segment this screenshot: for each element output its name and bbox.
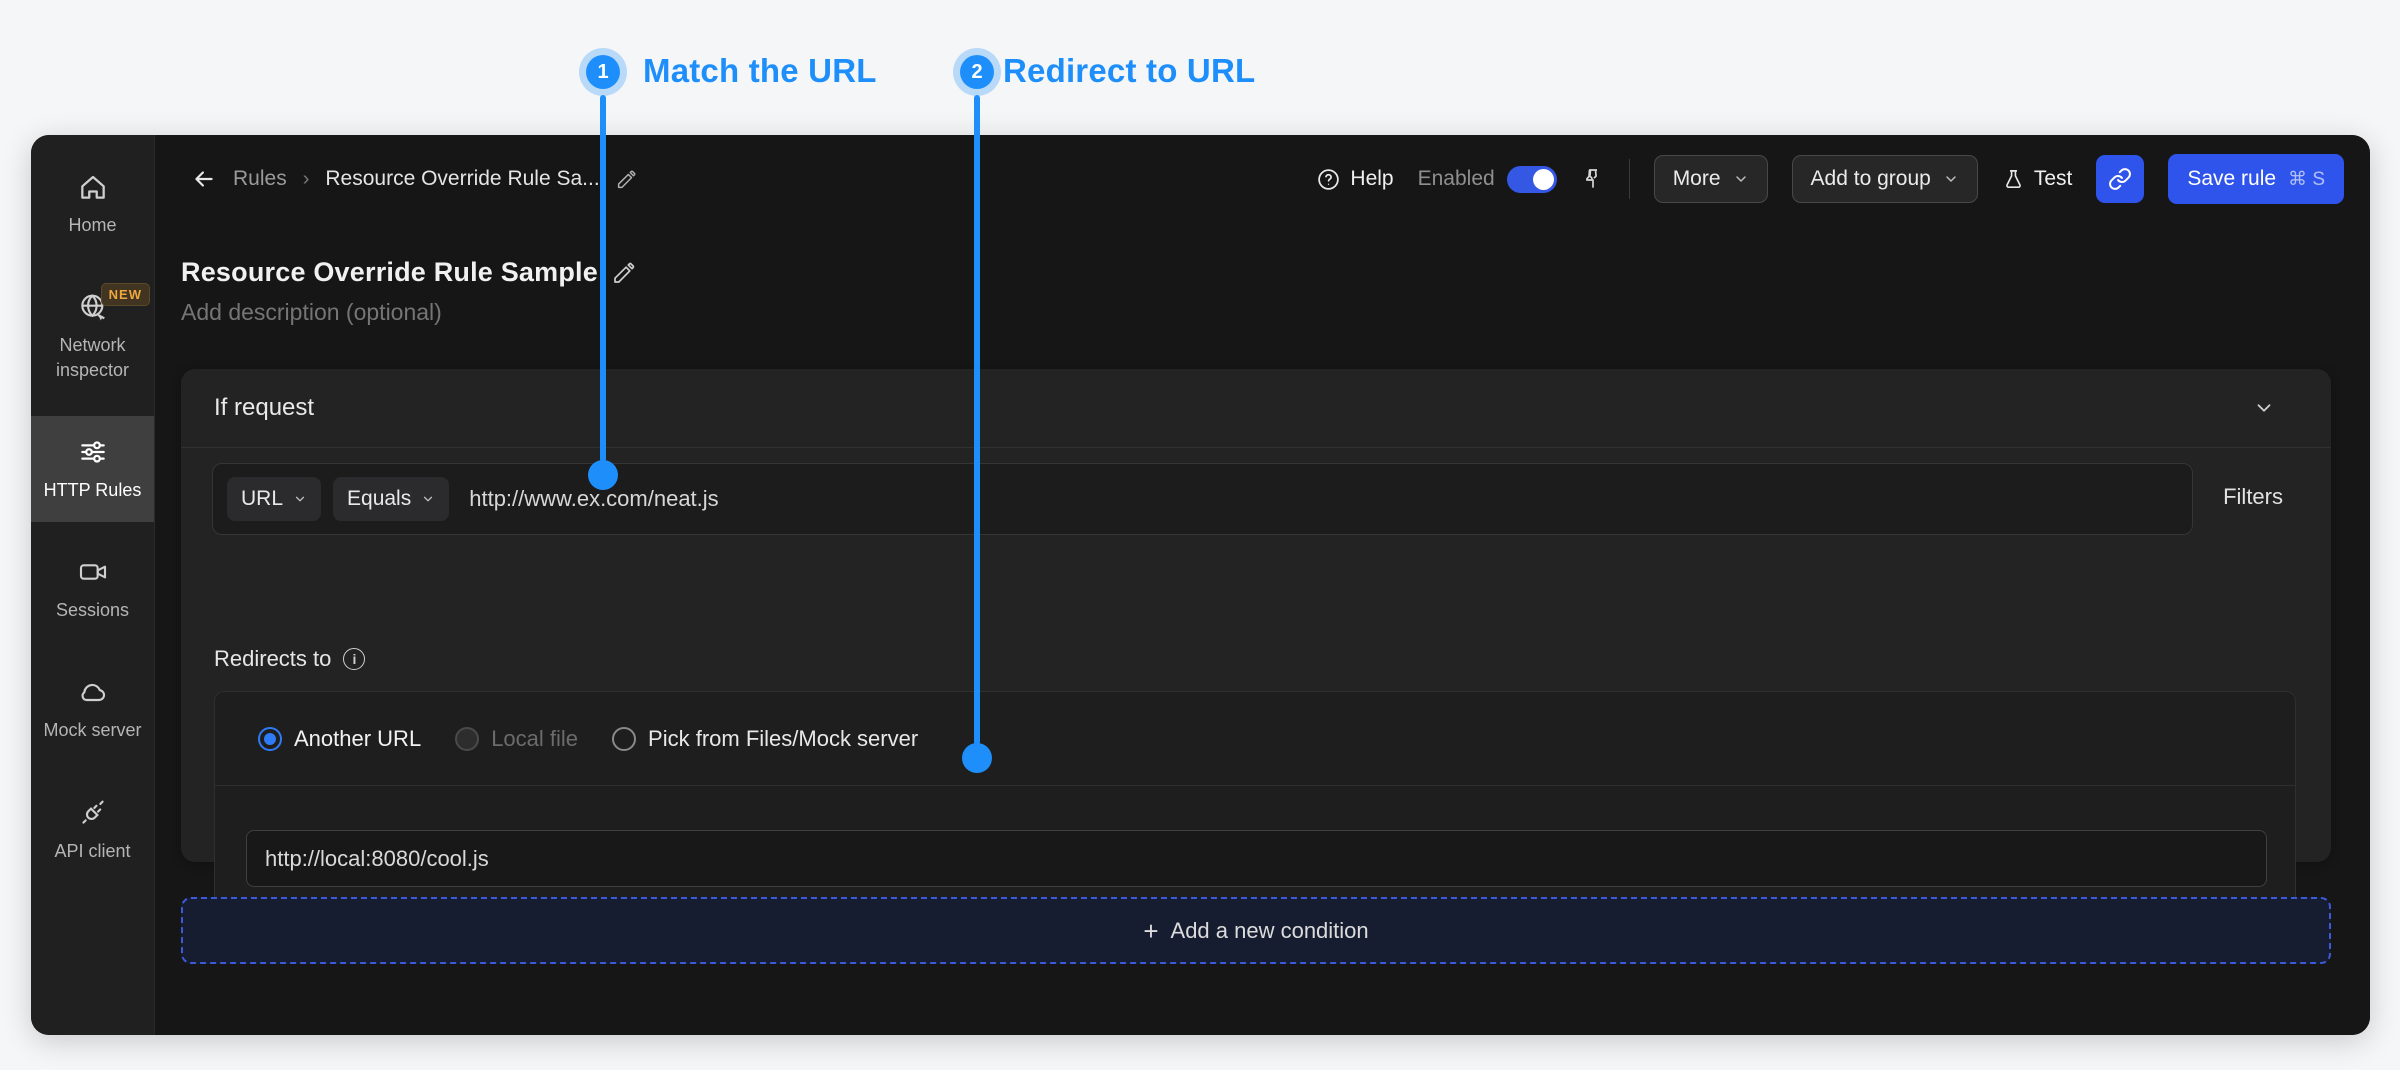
add-to-group-button[interactable]: Add to group (1791, 155, 1978, 203)
toggle-knob (1532, 168, 1554, 190)
sidebar-item-label: API client (54, 840, 131, 861)
test-button[interactable]: Test (2002, 167, 2073, 191)
if-request-label: If request (214, 394, 315, 421)
back-arrow-icon[interactable] (191, 166, 217, 192)
rule-description-field[interactable]: Add description (optional) (181, 299, 442, 325)
annotation-step-1-label: Match the URL (643, 52, 877, 89)
enabled-control: Enabled (1417, 165, 1557, 193)
redirect-panel: Another URL Local file Pick from Files/M… (214, 691, 2296, 914)
more-button[interactable]: More (1653, 155, 1768, 203)
more-label: More (1672, 167, 1721, 190)
breadcrumb-current: Resource Override Rule Sa... (325, 167, 600, 190)
radio-local-file[interactable]: Local file (455, 726, 578, 752)
edit-title-icon[interactable] (612, 261, 636, 285)
sessions-icon (79, 564, 106, 580)
sidebar-item-home[interactable]: Home (31, 151, 154, 257)
radio-disabled-icon (455, 726, 480, 751)
pin-icon[interactable] (1581, 167, 1605, 191)
test-label: Test (2033, 167, 2073, 190)
condition-row: URL Equals (212, 463, 2193, 535)
radio-pick-from-files[interactable]: Pick from Files/Mock server (612, 726, 918, 752)
annotation-step-2-badge: 2 (960, 55, 994, 89)
api-client-icon (81, 800, 104, 824)
main-area: Rules › Resource Override Rule Sa... Hel… (155, 135, 2370, 1035)
redirects-to-text: Redirects to (214, 646, 332, 671)
help-icon (1318, 168, 1340, 190)
radio-unselected-icon (612, 726, 637, 751)
condition-card: If request URL Equals Filters (181, 369, 2331, 914)
collapse-chevron-icon[interactable] (2253, 397, 2275, 419)
breadcrumb-separator: › (302, 167, 310, 190)
toolbar-divider (1628, 159, 1630, 199)
link-icon (2109, 168, 2132, 190)
annotation-line-2 (974, 95, 980, 745)
help-button[interactable]: Help (1316, 167, 1394, 192)
annotation-dot-2 (962, 743, 992, 773)
annotation-dot-1 (588, 460, 618, 490)
radio-label: Local file (491, 725, 579, 751)
sidebar-item-label: Home (68, 215, 117, 235)
new-badge: NEW (100, 283, 150, 307)
chevron-down-icon (295, 496, 305, 502)
sidebar-item-mock-server[interactable]: Mock server (31, 656, 154, 762)
annotation-step-2-label: Redirect to URL (1003, 52, 1256, 89)
share-link-button[interactable] (2096, 155, 2145, 203)
save-rule-button[interactable]: Save rule ⌘ S (2168, 154, 2344, 204)
redirect-type-radio-group: Another URL Local file Pick from Files/M… (215, 692, 2295, 786)
filters-link[interactable]: Filters (2223, 484, 2283, 509)
home-icon (80, 175, 105, 199)
radio-selected-icon (258, 726, 282, 751)
chevron-down-icon (1735, 176, 1746, 182)
enabled-label: Enabled (1417, 167, 1495, 190)
topbar: Rules › Resource Override Rule Sa... Hel… (155, 135, 2370, 223)
sidebar-item-http-rules[interactable]: HTTP Rules (31, 415, 154, 523)
breadcrumb-rules[interactable]: Rules (233, 167, 287, 190)
condition-operator-value: Equals (347, 487, 412, 510)
sidebar-item-sessions[interactable]: Sessions (31, 536, 154, 642)
chevron-down-icon (1946, 176, 1956, 182)
topbar-actions: Help Enabled More Add to group (1316, 154, 2344, 204)
enabled-toggle[interactable] (1506, 165, 1557, 193)
sidebar-item-label: Mock server (43, 720, 142, 741)
rule-title: Resource Override Rule Sample (181, 257, 598, 287)
sidebar-item-label: Network inspector (55, 335, 130, 380)
chevron-down-icon (424, 496, 433, 502)
sidebar-item-network-inspector[interactable]: NEW Network inspector (31, 271, 154, 402)
network-inspector-icon (80, 294, 105, 321)
sidebar-item-label: HTTP Rules (43, 479, 142, 500)
help-label: Help (1350, 167, 1394, 190)
annotation-step-1-badge: 1 (586, 55, 620, 89)
save-shortcut: ⌘ S (2288, 168, 2325, 190)
add-to-group-label: Add to group (1810, 167, 1931, 190)
sidebar-item-api-client[interactable]: API client (31, 777, 154, 883)
radio-another-url[interactable]: Another URL (258, 726, 421, 752)
source-url-input[interactable] (469, 486, 2178, 512)
breadcrumb: Rules › Resource Override Rule Sa... (191, 166, 637, 192)
flask-icon (2005, 169, 2021, 188)
plus-icon: + (1143, 915, 1159, 946)
condition-field-select[interactable]: URL (227, 477, 322, 521)
http-rules-icon (80, 441, 105, 463)
mock-server-icon (81, 684, 105, 702)
condition-field-value: URL (241, 487, 284, 510)
condition-card-header[interactable]: If request (181, 369, 2331, 448)
radio-label: Another URL (294, 725, 422, 751)
add-new-condition-button[interactable]: + Add a new condition (181, 897, 2331, 964)
edit-rule-name-icon[interactable] (616, 169, 637, 190)
redirects-to-label: Redirects to i (214, 646, 366, 672)
condition-operator-select[interactable]: Equals (333, 477, 450, 521)
save-rule-label: Save rule (2187, 167, 2277, 190)
app-window: Home NEW Network inspector HTTP Rules Se… (31, 135, 2370, 1035)
sidebar: Home NEW Network inspector HTTP Rules Se… (31, 135, 155, 1035)
annotation-line-1 (600, 95, 606, 462)
add-condition-label: Add a new condition (1170, 917, 1369, 943)
info-icon[interactable]: i (343, 648, 366, 670)
sidebar-item-label: Sessions (55, 600, 130, 621)
destination-url-input[interactable] (246, 830, 2267, 887)
radio-label: Pick from Files/Mock server (648, 725, 919, 751)
